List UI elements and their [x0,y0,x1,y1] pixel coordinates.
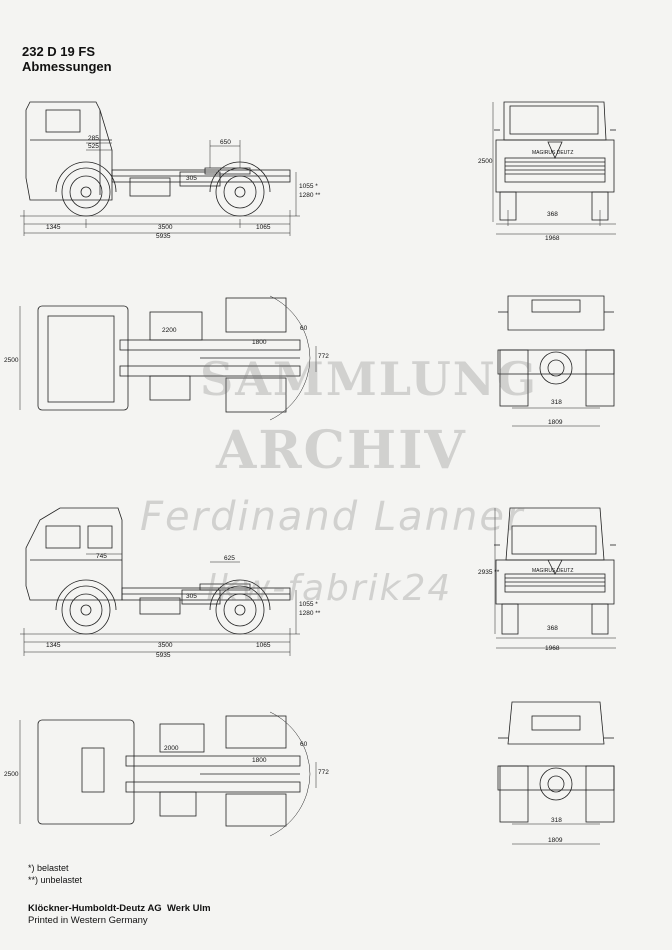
dim-368-b: 368 [547,625,558,632]
plant-name: Werk Ulm [166,903,211,914]
front-view-2 [494,507,616,649]
watermark-line-1: SAMMLUNG [200,352,539,406]
watermark-line-4: lkw-fabrik24 [206,568,453,609]
dim-1280-b: 1280 ** [299,610,321,617]
dim-1809: 1809 [548,419,563,426]
dim-285: 285 [88,135,99,142]
watermark-line-2: ARCHIV [216,420,467,481]
dim-1809-b: 1809 [548,837,563,844]
grille-brand: MAGIRUS DEUTZ [532,150,573,156]
dim-1280: 1280 ** [299,192,321,199]
dim-318-b: 318 [551,817,562,824]
side-view-1 [20,101,300,236]
dim-3500-b: 3500 [158,642,173,649]
dim-2000: 2000 [164,745,179,752]
rear-view-1 [497,295,615,427]
dim-772-b: 772 [318,769,329,776]
dim-5935: 5935 [156,233,171,240]
top-view-1 [19,295,317,421]
dim-1345-b: 1345 [46,642,61,649]
dim-745: 745 [96,553,107,560]
dim-60-b: 60 [300,741,308,748]
dim-1065-b: 1065 [256,642,271,649]
company-name: Klöckner-Humboldt-Deutz AG [28,903,162,914]
dim-318: 318 [551,399,562,406]
footer: Klöckner-Humboldt-Deutz AG Werk Ulm Prin… [28,903,211,927]
dim-top-2500-b: 2500 [4,771,19,778]
dim-368: 368 [547,211,558,218]
dim-772: 772 [318,353,329,360]
dim-1968-b: 1968 [545,645,560,652]
dim-2200: 2200 [162,327,177,334]
dim-625: 625 [224,555,235,562]
front-view-1 [492,101,616,235]
top-view-2 [19,711,317,837]
footnotes: *) belastet **) unbelastet [28,862,82,886]
grille-brand-2: MAGIRUS DEUTZ [532,568,573,574]
dim-1800-b: 1800 [252,757,267,764]
dim-2500: 2500 [478,158,493,165]
dim-2935: 2935 ** [478,569,500,576]
dim-1345: 1345 [46,224,61,231]
model-name: 232 D 19 FS [22,44,95,59]
rear-view-2 [497,701,615,845]
dim-1968: 1968 [545,235,560,242]
page-title: 232 D 19 FS Abmessungen [22,44,112,74]
dim-3500: 3500 [158,224,173,231]
watermark-line-3: Ferdinand Lanner [140,494,525,540]
printed-note: Printed in Western Germany [28,915,148,926]
dim-60: 60 [300,325,308,332]
dim-1055-b: 1055 * [299,601,318,608]
dim-5935-b: 5935 [156,652,171,659]
dim-1055: 1055 * [299,183,318,190]
dim-1065: 1065 [256,224,271,231]
dim-top-2500: 2500 [4,357,19,364]
dim-650: 650 [220,139,231,146]
footnote-unloaded: **) unbelastet [28,875,83,885]
dim-305-b: 305 [186,593,197,600]
side-view-3 [20,507,300,656]
section-title: Abmessungen [22,59,112,74]
footnote-loaded: *) belastet [28,863,69,873]
dim-305: 305 [186,175,197,182]
dim-1800: 1800 [252,339,267,346]
dim-525: 525 [88,143,99,150]
